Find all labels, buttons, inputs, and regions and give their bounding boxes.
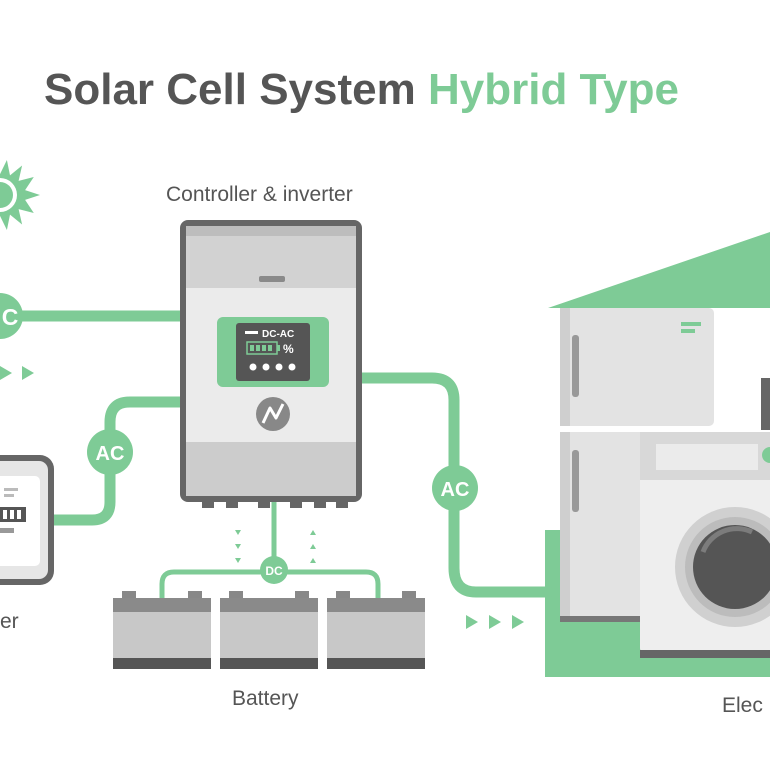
inverter: DC-AC % <box>180 220 362 508</box>
battery-3 <box>327 591 425 669</box>
dc-badge: DC <box>260 556 288 584</box>
inverter-screen: DC-AC % <box>217 317 329 387</box>
washing-machine <box>640 432 770 658</box>
battery-level-icon <box>246 341 280 355</box>
ac-badge-solar-label: C <box>2 304 19 330</box>
title-main: Solar Cell System <box>44 65 416 114</box>
line-dc-bus <box>159 500 381 600</box>
controller-label: Controller & inverter <box>166 183 353 206</box>
screen-mode-label: DC-AC <box>262 329 294 340</box>
screen-unit-label: % <box>283 342 294 356</box>
ac-badge-load-label: AC <box>441 479 470 501</box>
dc-arrows-up <box>310 530 316 563</box>
ac-badge-solar: C <box>0 293 23 339</box>
battery-label: Battery <box>232 687 299 710</box>
ac-badge-grid: AC <box>87 429 133 475</box>
title-highlight: Hybrid Type <box>427 65 679 114</box>
page-title: Solar Cell System Hybrid Type <box>44 62 679 118</box>
ac-badge-grid-label: AC <box>96 443 125 465</box>
sun-icon <box>0 160 40 230</box>
electric-label: Elec <box>722 694 763 717</box>
dc-arrows-down <box>235 530 241 563</box>
ac-badge-load: AC <box>432 465 478 511</box>
battery-1 <box>113 591 211 669</box>
electric-meter <box>0 455 54 585</box>
lightning-icon <box>256 397 290 431</box>
dc-badge-label: DC <box>265 564 283 578</box>
arrow-icon <box>0 366 524 629</box>
battery-2 <box>220 591 318 669</box>
meter-label: er <box>0 610 19 633</box>
appliance-edge <box>761 378 770 430</box>
screen-buttons <box>249 363 296 371</box>
